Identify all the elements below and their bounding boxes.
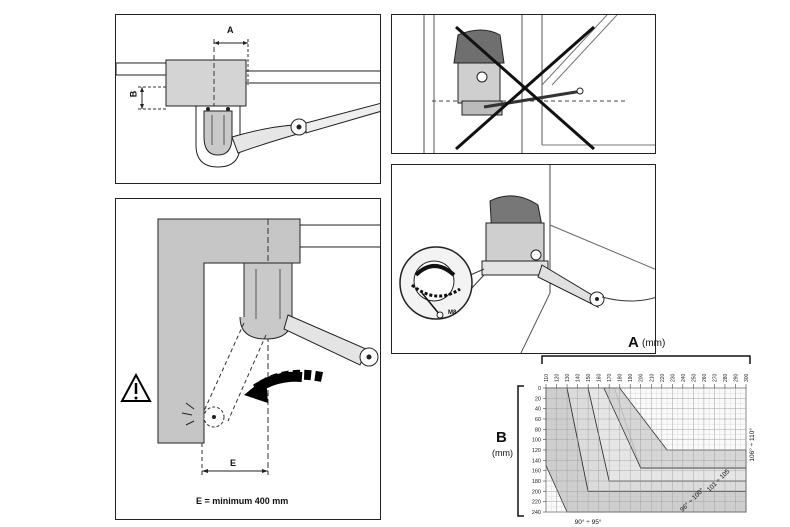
incorrect-installation-drawing	[423, 15, 655, 153]
x-tick-label: 290	[733, 373, 739, 382]
operator-top-view-drawing	[116, 39, 380, 168]
x-tick-label: 260	[702, 373, 708, 382]
y-tick-label: 240	[532, 510, 541, 516]
y-tick-label: 160	[532, 469, 541, 475]
x-tick-label: 180	[618, 373, 624, 382]
y-tick-label: 140	[532, 458, 541, 464]
y-tick-label: 100	[532, 438, 541, 444]
y-tick-label: 80	[535, 427, 541, 433]
dimension-label-e: E	[230, 458, 237, 468]
x-tick-label: 140	[576, 373, 582, 382]
x-tick-label: 220	[660, 373, 666, 382]
panel-fixing-screw-detail: M8	[391, 164, 656, 354]
y-tick-label: 0	[538, 386, 541, 392]
x-tick-label: 300	[744, 373, 750, 382]
x-tick-label: 120	[555, 373, 561, 382]
x-tick-label: 250	[691, 373, 697, 382]
x-tick-label: 190	[628, 373, 634, 382]
x-tick-label: 150	[586, 373, 592, 382]
chart-y-axis-letter: B	[496, 429, 507, 446]
panel-dimensions-a-b: A B	[115, 14, 381, 184]
x-tick-label: 270	[712, 373, 718, 382]
fixing-detail-drawing	[399, 165, 655, 353]
opening-clearance-drawing	[120, 218, 380, 475]
panel-minimum-distance-e: E E = minimum 400 mm	[115, 198, 381, 520]
screw-size-label: M8	[448, 310, 457, 316]
x-tick-label: 170	[607, 373, 613, 382]
x-tick-label: 230	[670, 373, 676, 382]
chart-x-axis-unit: (mm)	[642, 338, 666, 349]
y-tick-label: 180	[532, 479, 541, 485]
y-tick-label: 120	[532, 448, 541, 454]
panel-incorrect-installation	[391, 14, 656, 154]
chart-y-axis-unit: (mm)	[492, 448, 513, 458]
x-tick-label: 200	[639, 373, 645, 382]
x-tick-label: 210	[649, 373, 655, 382]
y-tick-label: 220	[532, 500, 541, 506]
x-tick-label: 240	[681, 373, 687, 382]
y-tick-label: 40	[535, 407, 541, 413]
zone-label-1: 90° ÷ 95°	[575, 518, 602, 526]
dimension-label-a: A	[227, 25, 234, 35]
x-tick-label: 160	[597, 373, 603, 382]
chart-x-axis-letter: A	[628, 334, 639, 351]
dimension-label-b: B	[128, 90, 139, 98]
y-tick-label: 60	[535, 417, 541, 423]
y-tick-label: 200	[532, 489, 541, 495]
x-tick-label: 280	[723, 373, 729, 382]
x-tick-label: 130	[565, 373, 571, 382]
minimum-distance-caption: E = minimum 400 mm	[196, 496, 289, 506]
x-axis-bracket	[541, 355, 751, 364]
zone-label-4: 106° ÷ 110°	[748, 428, 756, 462]
y-tick-label: 20	[535, 396, 541, 402]
y-axis-bracket	[517, 385, 524, 517]
x-tick-label: 110	[544, 374, 550, 382]
